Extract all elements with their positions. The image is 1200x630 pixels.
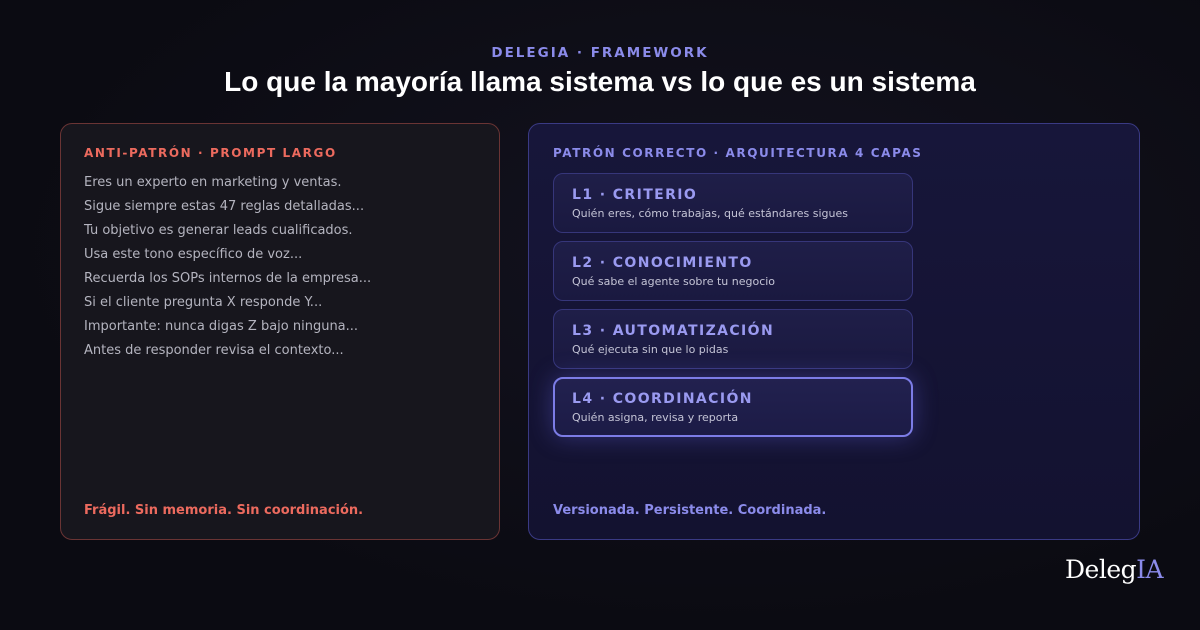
- prompt-line: Importante: nunca digas Z bajo ninguna..…: [84, 319, 359, 334]
- prompt-line: Usa este tono específico de voz...: [84, 247, 303, 262]
- page-title: Lo que la mayoría llama sistema vs lo qu…: [224, 66, 976, 97]
- anti-pattern-footer: Frágil. Sin memoria. Sin coordinación.: [84, 503, 364, 518]
- layer-title: L3 · AUTOMATIZACIÓN: [572, 323, 775, 339]
- prompt-line: Eres un experto en marketing y ventas.: [84, 175, 342, 190]
- layer-card-l3: L3 · AUTOMATIZACIÓN Qué ejecuta sin que …: [553, 309, 913, 369]
- prompt-lines-list: Eres un experto en marketing y ventas. S…: [84, 171, 371, 363]
- correct-pattern-footer: Versionada. Persistente. Coordinada.: [553, 503, 827, 518]
- layer-card-l4: L4 · COORDINACIÓN Quién asigna, revisa y…: [553, 377, 913, 437]
- correct-pattern-heading: PATRÓN CORRECTO · ARQUITECTURA 4 CAPAS: [553, 146, 923, 160]
- prompt-line: Si el cliente pregunta X responde Y...: [84, 295, 323, 310]
- logo-main-text: Deleg: [1065, 555, 1137, 584]
- correct-pattern-panel: PATRÓN CORRECTO · ARQUITECTURA 4 CAPAS L…: [528, 123, 1140, 540]
- prompt-line: Sigue siempre estas 47 reglas detalladas…: [84, 199, 365, 214]
- layer-description: Quién asigna, revisa y reporta: [572, 411, 739, 424]
- anti-pattern-heading: ANTI-PATRÓN · PROMPT LARGO: [84, 146, 337, 160]
- logo-accent-text: IA: [1136, 555, 1164, 584]
- layer-description: Quién eres, cómo trabajas, qué estándare…: [572, 207, 848, 220]
- prompt-line: Tu objetivo es generar leads cualificado…: [84, 223, 353, 238]
- prompt-line: Recuerda los SOPs internos de la empresa…: [84, 271, 372, 286]
- layer-description: Qué ejecuta sin que lo pidas: [572, 343, 729, 356]
- anti-pattern-panel: ANTI-PATRÓN · PROMPT LARGO Eres un exper…: [60, 123, 500, 540]
- delegia-logo: DelegIA: [1065, 555, 1164, 584]
- layer-card-l2: L2 · CONOCIMIENTO Qué sabe el agente sob…: [553, 241, 913, 301]
- layer-description: Qué sabe el agente sobre tu negocio: [572, 275, 776, 288]
- prompt-line: Antes de responder revisa el contexto...: [84, 343, 344, 358]
- layer-title: L2 · CONOCIMIENTO: [572, 255, 753, 271]
- layer-card-l1: L1 · CRITERIO Quién eres, cómo trabajas,…: [553, 173, 913, 233]
- layer-title: L1 · CRITERIO: [572, 187, 698, 203]
- layer-title: L4 · COORDINACIÓN: [572, 391, 753, 407]
- eyebrow-label: DELEGIA · FRAMEWORK: [491, 45, 709, 61]
